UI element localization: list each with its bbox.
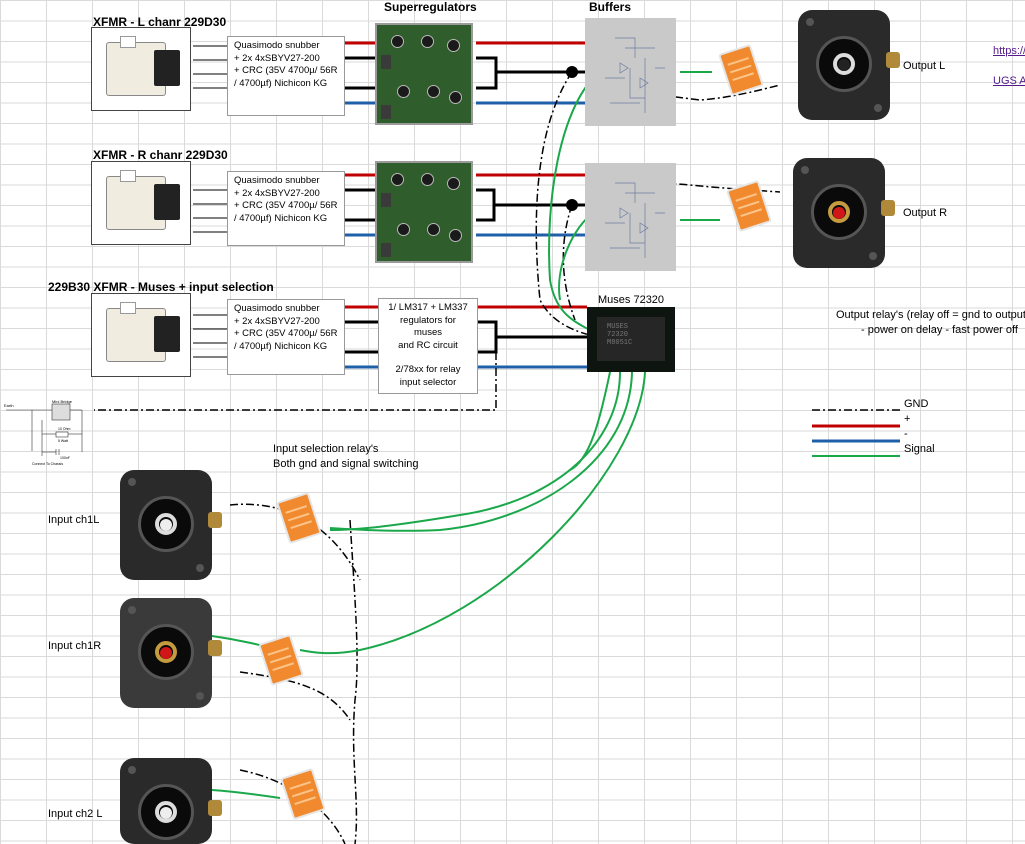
earth-schematic: Earth Mini Bridge 10 Ohm 5 Watt 100nF Co… (4, 399, 83, 466)
buffer-r-schematic (585, 163, 676, 271)
snubber-line: + 2x 4xSBYV27-200 (234, 315, 320, 327)
regulator-note-line: 2/78xx for relay (395, 364, 461, 375)
regulator-note-line: input selector (399, 376, 457, 388)
snubber-line: Quasimodo snubber (234, 175, 320, 186)
input-ch1l-label: Input ch1L (48, 514, 100, 526)
muses-label: Muses 72320 (598, 294, 665, 306)
chip-marking-line: MUSES (607, 323, 629, 331)
snubber-muses-box: Quasimodo snubber + 2x 4xSBYV27-200 + CR… (227, 299, 345, 375)
superregulator-l-board (375, 23, 473, 125)
xfmr-r-title: XFMR - R chanr 229D30 (93, 148, 228, 162)
url-link[interactable]: https:// (993, 45, 1025, 57)
snubber-line: / 4700µf) Nichicon KG (234, 212, 328, 224)
input-relay-note-2: Both gnd and signal switching (273, 458, 419, 470)
snubber-r-box: Quasimodo snubber + 2x 4xSBYV27-200 + CR… (227, 171, 345, 246)
xfmr-l-image (91, 27, 191, 111)
regulator-note-line: and RC circuit (398, 339, 458, 351)
regulator-note-box: 1/ LM317 + LM337 regulators for muses an… (378, 298, 478, 394)
output-l-label: Output L (903, 60, 946, 72)
input-ch1r-jack (120, 598, 222, 708)
bridge-label: Mini Bridge (52, 399, 73, 404)
capacitor-label: 100nF (60, 456, 70, 460)
muses-chip: MUSES 72320 M8051C (587, 307, 675, 372)
resistor-watt-label: 5 Watt (58, 439, 68, 443)
snubber-line: + 2x 4xSBYV27-200 (234, 52, 320, 64)
output-relay-note: Output relay's (relay off = gnd to outpu… (836, 309, 1025, 321)
regulator-note-spacer (385, 352, 471, 364)
xfmr-muses-title: 229B30 XFMR - Muses + input selection (48, 280, 274, 294)
snubber-line: / 4700µf) Nichicon KG (234, 340, 328, 352)
xfmr-r-image (91, 161, 191, 245)
ugs-link[interactable]: UGS A (993, 75, 1025, 87)
superregulator-r-board (375, 161, 473, 263)
chassis-note: Connect To Chassis (32, 462, 63, 466)
output-l-jack (798, 10, 900, 120)
snubber-line: + CRC (35V 4700µ/ 56R (234, 200, 338, 211)
input-ch2l-label: Input ch2 L (48, 808, 103, 820)
snubber-line: + CRC (35V 4700µ/ 56R (234, 328, 338, 339)
snubber-line: Quasimodo snubber (234, 40, 320, 51)
legend-plus: + (904, 413, 911, 425)
output-relay-note-2: - power on delay - fast power off (861, 324, 1018, 336)
resistor-label: 10 Ohm (58, 427, 71, 431)
snubber-l-box: Quasimodo snubber + 2x 4xSBYV27-200 + CR… (227, 36, 345, 116)
input-ch1r-label: Input ch1R (48, 640, 102, 652)
input-ch1l-jack (120, 470, 222, 580)
chip-marking-line: M8051C (607, 339, 633, 347)
legend-minus: - (904, 428, 908, 440)
input-ch2l-jack (120, 758, 222, 844)
superregulators-header: Superregulators (384, 0, 477, 14)
input-relay-note: Input selection relay's (273, 443, 379, 455)
earth-label: Earth (4, 403, 14, 408)
snubber-line: + 2x 4xSBYV27-200 (234, 187, 320, 199)
output-r-jack (793, 158, 895, 268)
legend-gnd: GND (904, 398, 929, 410)
regulator-note-line: 1/ LM317 + LM337 (388, 302, 468, 313)
buffer-l-schematic (585, 18, 676, 126)
snubber-line: / 4700µf) Nichicon KG (234, 77, 328, 89)
xfmr-muses-image (91, 293, 191, 377)
xfmr-l-title: XFMR - L chanr 229D30 (93, 15, 227, 29)
buffers-header: Buffers (589, 0, 632, 14)
legend-signal: Signal (904, 443, 935, 455)
snubber-line: + CRC (35V 4700µ/ 56R (234, 65, 338, 76)
regulator-note-line: regulators for muses (400, 314, 456, 339)
snubber-line: Quasimodo snubber (234, 303, 320, 314)
output-r-label: Output R (903, 207, 948, 219)
chip-marking-line: 72320 (607, 331, 629, 339)
